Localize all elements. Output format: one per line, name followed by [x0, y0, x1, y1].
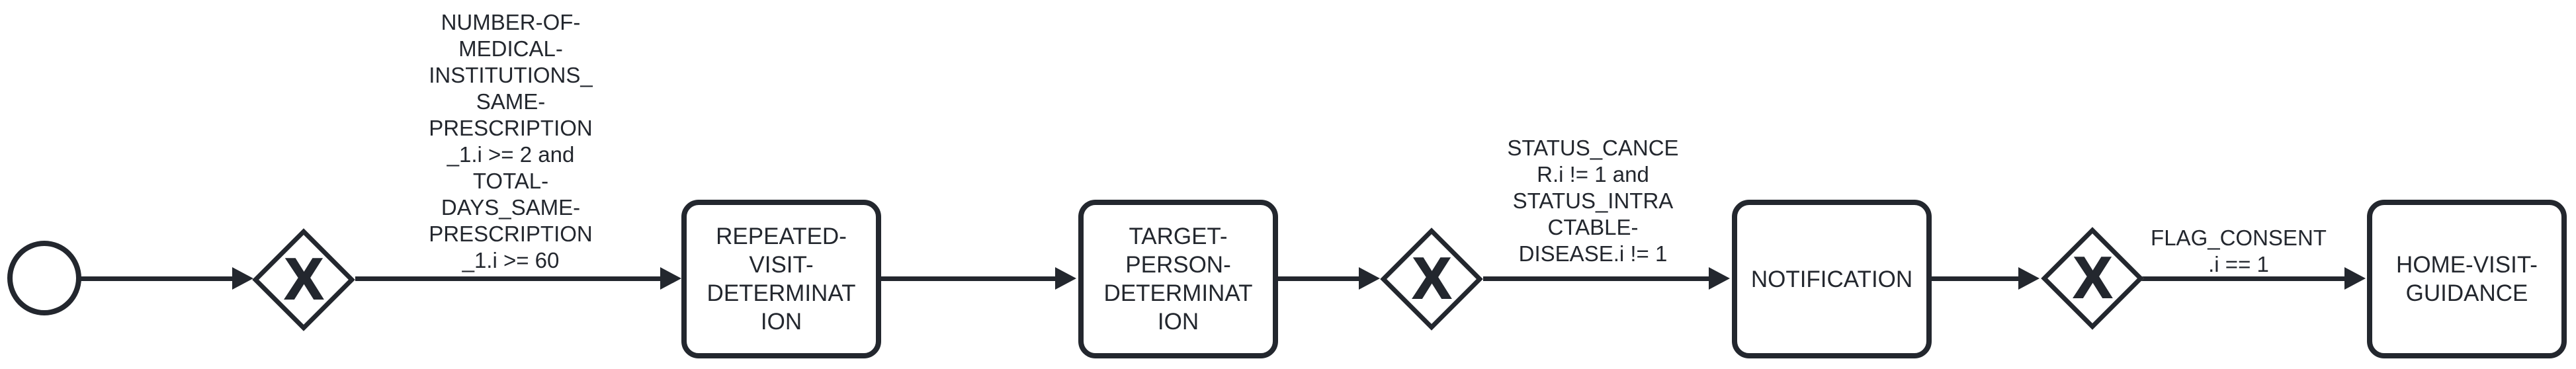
task-label: HOME-VISIT- GUIDANCE	[2396, 252, 2538, 306]
task-home-visit-guidance[interactable]: HOME-VISIT- GUIDANCE	[2367, 200, 2567, 358]
task-label: REPEATED- VISIT- DETERMINAT ION	[707, 224, 856, 335]
sequence-flow-line	[1278, 276, 1360, 281]
exclusive-gateway-1[interactable]: X	[252, 228, 356, 332]
arrowhead-icon	[1709, 267, 1730, 290]
flow-condition-label-1: NUMBER-OF- MEDICAL- INSTITUTIONS_ SAME- …	[429, 10, 593, 272]
task-target-person-determination[interactable]: TARGET- PERSON- DETERMINAT ION	[1078, 200, 1278, 358]
arrowhead-icon	[2344, 267, 2366, 290]
sequence-flow-line	[1932, 276, 2020, 281]
arrowhead-icon	[232, 267, 253, 290]
sequence-flow-line	[80, 276, 234, 281]
task-notification[interactable]: NOTIFICATION	[1732, 200, 1932, 358]
task-label: TARGET- PERSON- DETERMINAT ION	[1103, 224, 1253, 335]
exclusive-gateway-3[interactable]: X	[2041, 227, 2145, 331]
sequence-flow-line	[881, 276, 1056, 281]
gateway-x-marker-icon: X	[2073, 244, 2113, 310]
gateway-x-marker-icon: X	[284, 245, 324, 311]
sequence-flow-line	[355, 276, 662, 281]
flow-condition-label-2: STATUS_CANCE R.i != 1 and STATUS_INTRA C…	[1507, 136, 1679, 266]
task-label: NOTIFICATION	[1750, 266, 1913, 292]
arrowhead-icon	[2018, 267, 2039, 290]
gateway-x-marker-icon: X	[1412, 245, 1452, 311]
exclusive-gateway-2[interactable]: X	[1380, 227, 1484, 331]
arrowhead-icon	[660, 267, 681, 290]
sequence-flow-line	[1483, 276, 1710, 281]
task-repeated-visit-determination[interactable]: REPEATED- VISIT- DETERMINAT ION	[681, 200, 881, 358]
arrowhead-icon	[1359, 267, 1380, 290]
start-event[interactable]	[7, 241, 81, 315]
arrowhead-icon	[1055, 267, 1076, 290]
flow-condition-label-3: FLAG_CONSENT .i == 1	[2151, 226, 2327, 276]
sequence-flow-line	[2141, 276, 2346, 281]
